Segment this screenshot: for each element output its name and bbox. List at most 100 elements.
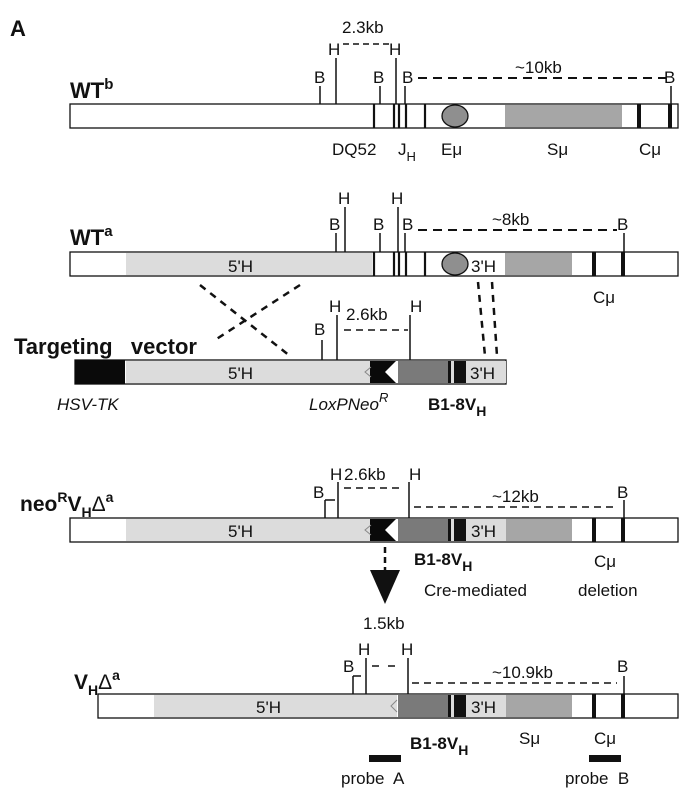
vhdelta-switch-region xyxy=(506,695,572,717)
wta-site-b4: B xyxy=(617,215,628,234)
deletion-label: deletion xyxy=(578,581,638,600)
wtb-site-b2: B xyxy=(373,68,384,87)
vhdelta-5arm-label: 5'H xyxy=(256,698,281,717)
vector-site-h2: H xyxy=(410,297,422,316)
wtb-cmu-exon-2 xyxy=(668,104,672,128)
wtb-site-b3: B xyxy=(402,68,413,87)
vhdelta-b18-label: B1-8VH xyxy=(410,734,468,758)
wtb-allele: WTb B H B H B B 2.3kb ~10kb DQ52 JH Eμ S… xyxy=(69,18,679,164)
neor-site-b: B xyxy=(313,483,324,502)
vhdelta-site-h: H xyxy=(358,640,370,659)
wta-sites xyxy=(335,207,625,252)
wta-label: WTa xyxy=(70,223,113,250)
wta-site-b3: B xyxy=(402,215,413,234)
vhdelta-cmu-exon-2 xyxy=(621,694,625,718)
vector-hsvtk-label: HSV-TK xyxy=(57,395,119,414)
wta-allele: WTa B H B H B B ~8kb 5'H 3'H Cμ xyxy=(69,189,679,307)
neor-cmu-exon xyxy=(592,518,596,542)
vhdelta-allele: VHΔa B H H B 1.5kb ~10.9kb 5'H 3'H Sμ Cμ… xyxy=(74,614,679,788)
vector-b18-exon xyxy=(448,361,466,383)
neor-hindiii-span: 2.6kb xyxy=(344,465,386,484)
wta-5arm xyxy=(126,253,372,275)
neor-5arm-label: 5'H xyxy=(228,522,253,541)
cre-deletion-arrow xyxy=(370,547,400,604)
vector-5arm-label: 5'H xyxy=(228,364,253,383)
wtb-exons xyxy=(372,104,427,128)
vhdelta-b18-exon xyxy=(448,695,466,717)
vhdelta-site-b: B xyxy=(343,657,354,676)
vector-span: 2.6kb xyxy=(346,305,388,324)
probe-a-bar xyxy=(369,755,401,762)
vector-sites xyxy=(321,315,411,360)
wtb-site-b4: B xyxy=(664,68,675,87)
wtb-sites xyxy=(319,43,672,104)
wtb-label: WTb xyxy=(70,76,113,103)
vector-b18-vh xyxy=(398,361,448,383)
vector-label: Targeting vector xyxy=(14,334,197,359)
wtb-site-b: B xyxy=(314,68,325,87)
vector-3arm xyxy=(466,361,506,383)
wta-bamhi-span: ~8kb xyxy=(492,210,529,229)
vhdelta-site-b2: B xyxy=(617,657,628,676)
wtb-emu-label: Eμ xyxy=(441,140,462,159)
wta-cmu-label: Cμ xyxy=(593,288,615,307)
neor-site-h2: H xyxy=(409,465,421,484)
vhdelta-sites xyxy=(352,658,625,694)
wta-cmu-exon-2 xyxy=(621,252,625,276)
wtb-dq52-label: DQ52 xyxy=(332,140,376,159)
wta-3arm-label: 3'H xyxy=(471,257,496,276)
wta-switch-region xyxy=(505,253,572,275)
probe-b-bar xyxy=(589,755,621,762)
vhdelta-hindiii-span: 1.5kb xyxy=(363,614,405,633)
neor-label: neoRVHΔa xyxy=(20,489,114,520)
wtb-bamhi-span: ~10kb xyxy=(515,58,562,77)
vector-loxp-site xyxy=(364,366,372,378)
wtb-cmu-exon xyxy=(637,104,641,128)
wta-exons xyxy=(372,252,427,276)
vhdelta-smu-label: Sμ xyxy=(519,729,540,748)
recombination-crossovers xyxy=(199,281,499,357)
wtb-cmu-label: Cμ xyxy=(639,140,661,159)
cre-mediated-label: Cre-mediated xyxy=(424,581,527,600)
vhdelta-label: VHΔa xyxy=(74,667,120,698)
wta-5arm-label: 5'H xyxy=(228,257,253,276)
neor-cmu-exon-2 xyxy=(621,518,625,542)
wta-cmu-exon xyxy=(592,252,596,276)
vector-hsvtk-cassette xyxy=(75,360,125,384)
neor-switch-region xyxy=(506,519,572,541)
panel-label: A xyxy=(10,16,26,41)
vhdelta-loxp-site xyxy=(390,699,398,713)
neor-5arm xyxy=(126,519,370,541)
wta-site-b2: B xyxy=(373,215,384,234)
neor-sites xyxy=(324,482,625,518)
vhdelta-3arm xyxy=(466,695,506,717)
vhdelta-3arm-label: 3'H xyxy=(471,698,496,717)
wta-site-h: H xyxy=(338,189,350,208)
vhdelta-cmu-label: Cμ xyxy=(594,729,616,748)
wtb-site-h: H xyxy=(328,40,340,59)
vector-loxneo-label: LoxPNeoR xyxy=(309,390,388,414)
wta-site-h2: H xyxy=(391,189,403,208)
wtb-emu-enhancer xyxy=(441,104,469,128)
wtb-switch-region xyxy=(505,105,622,127)
vector-site-b: B xyxy=(314,320,325,339)
neor-loxp-neo-cassette xyxy=(370,519,396,541)
neor-loxp-site xyxy=(364,524,372,536)
wtb-smu-label: Sμ xyxy=(547,140,568,159)
neor-bamhi-span: ~12kb xyxy=(492,487,539,506)
targeting-vector: Targeting vector B H H 2.6kb 5'H 3'H HSV… xyxy=(14,297,507,419)
vector-site-h: H xyxy=(329,297,341,316)
neor-cmu-label: Cμ xyxy=(594,552,616,571)
vhdelta-b18-vh xyxy=(398,695,448,717)
vhdelta-site-h2: H xyxy=(401,640,413,659)
vhdelta-cmu-exon xyxy=(592,694,596,718)
vector-loxp-neo-cassette xyxy=(370,361,396,383)
neor-b18-exon xyxy=(448,519,466,541)
wta-site-b: B xyxy=(329,215,340,234)
neor-site-h: H xyxy=(330,465,342,484)
wtb-jh-label: JH xyxy=(398,140,416,164)
probe-a-label: probe A xyxy=(341,769,405,788)
vector-3arm-label: 3'H xyxy=(470,364,495,383)
vector-5arm xyxy=(126,361,370,383)
